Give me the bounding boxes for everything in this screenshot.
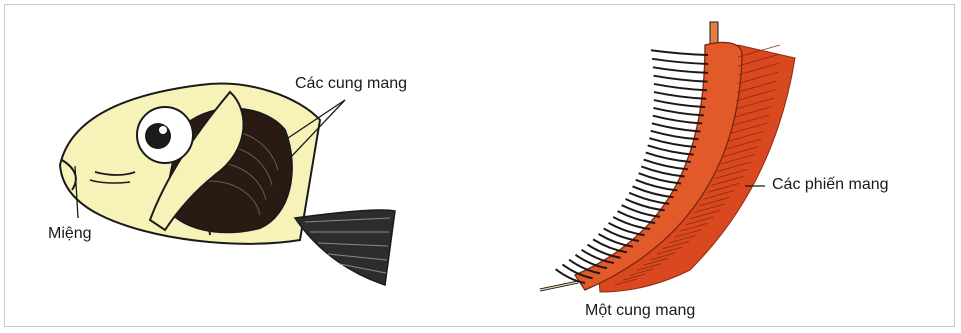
filament-dark (653, 116, 702, 124)
eye-icon (137, 107, 193, 163)
filament-dark (654, 84, 707, 90)
filament-dark (653, 67, 708, 73)
filament-dark (652, 59, 708, 64)
gill-arches-label: Các cung mang (295, 75, 407, 93)
filament-dark (653, 108, 703, 115)
gill-filaments-label: Các phiến mang (772, 176, 889, 194)
filament-dark (651, 50, 708, 55)
filament-dark (652, 123, 701, 131)
one-gill-arch-label: Một cung mang (585, 302, 695, 320)
pectoral-fin (295, 210, 395, 285)
filament-dark (651, 131, 699, 139)
filament-dark (654, 92, 706, 99)
filament-dark (654, 100, 705, 107)
mouth-label: Miệng (48, 225, 92, 243)
filament-dark (649, 138, 696, 147)
filament-dark (654, 76, 708, 82)
